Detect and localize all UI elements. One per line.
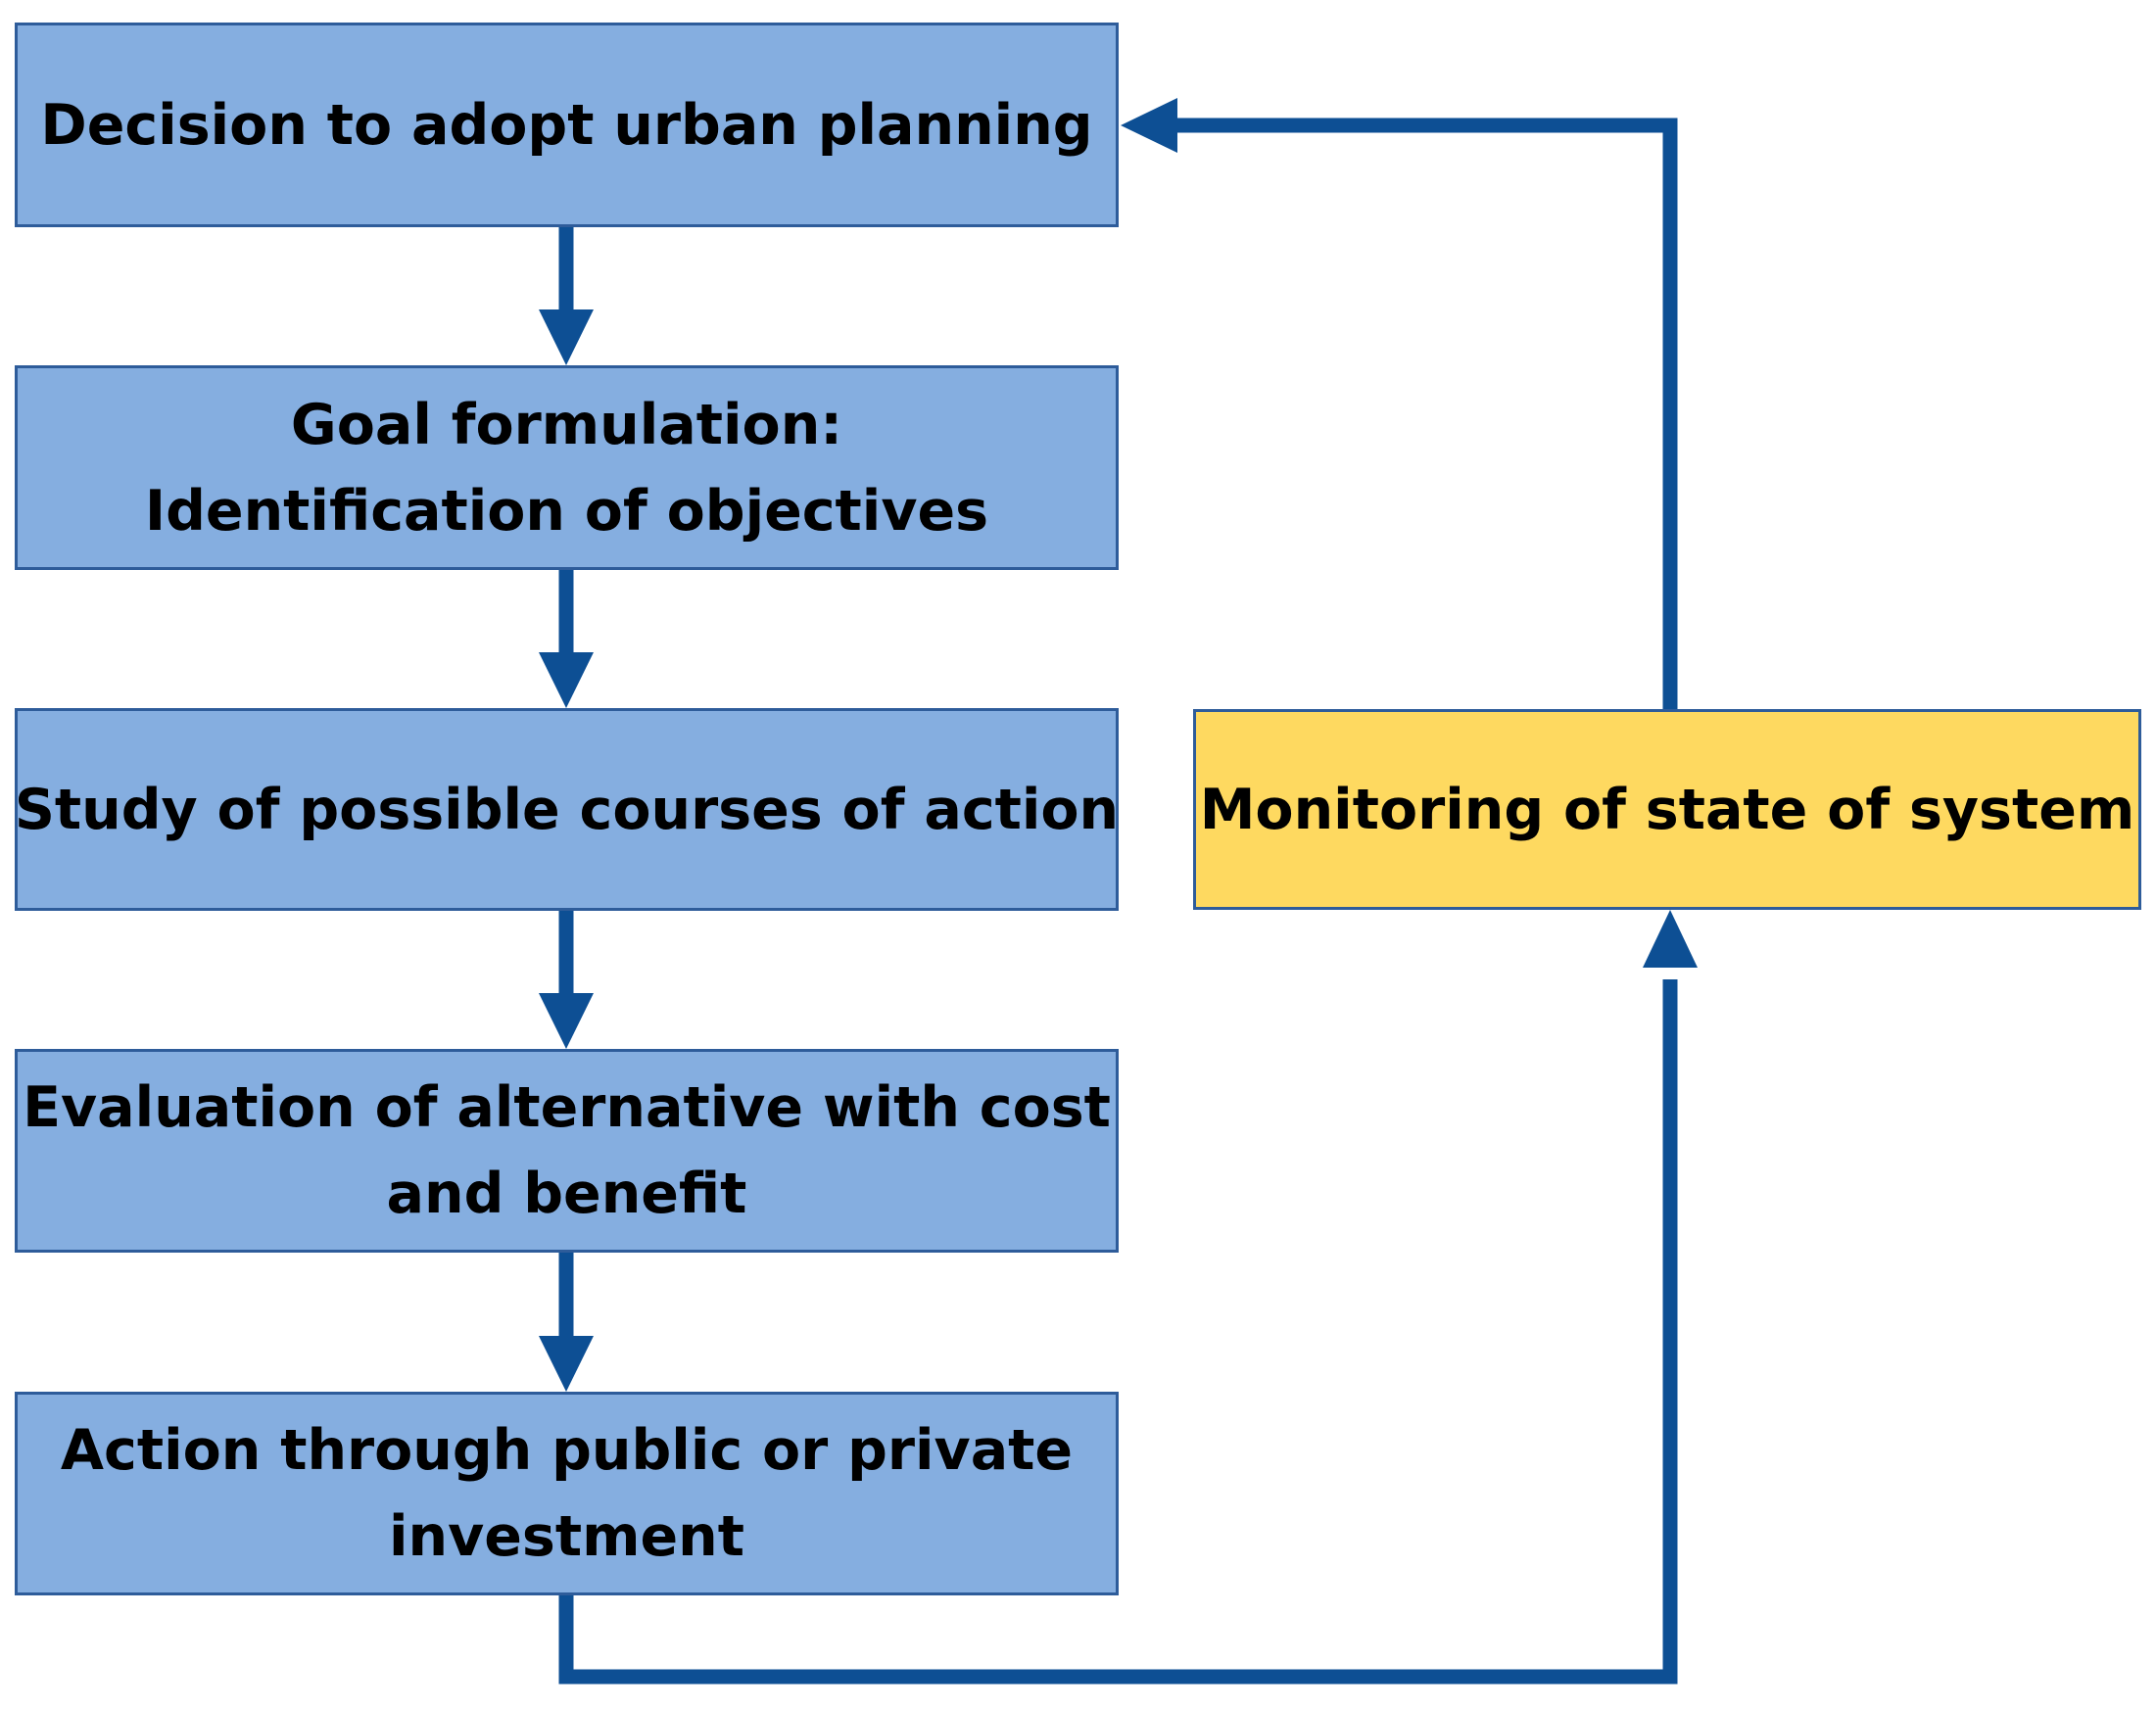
step-evaluation-line-1: Evaluation of alternative with cost bbox=[23, 1075, 1111, 1140]
arrow-head-3 bbox=[539, 993, 594, 1049]
step-evaluation-line-2: and benefit bbox=[386, 1162, 747, 1226]
loop-connector-bottom bbox=[558, 979, 1678, 1685]
arrow-head-4 bbox=[539, 1336, 594, 1392]
step-goal-formulation-line-1: Goal formulation: bbox=[290, 392, 843, 457]
arrow-head-2 bbox=[539, 652, 594, 708]
arrow-head-monitor bbox=[1643, 910, 1698, 968]
step-evaluation-box: Evaluation of alternative with cost and … bbox=[15, 1049, 1119, 1253]
step-action-box: Action through public or private investm… bbox=[15, 1392, 1119, 1595]
step-action-line-1: Action through public or private bbox=[60, 1418, 1074, 1483]
step-goal-formulation-line-2: Identification of objectives bbox=[144, 478, 989, 544]
monitoring-text: Monitoring of state of system bbox=[1199, 777, 2135, 842]
step-study-courses-text: Study of possible courses of action bbox=[14, 777, 1120, 842]
step-study-courses-box: Study of possible courses of action bbox=[15, 708, 1119, 911]
loop-connector-top bbox=[1175, 118, 1678, 709]
step-decision-text: Decision to adopt urban planning bbox=[40, 92, 1093, 158]
step-action-line-2: investment bbox=[389, 1504, 744, 1569]
monitoring-box: Monitoring of state of system bbox=[1193, 709, 2141, 910]
step-decision-box: Decision to adopt urban planning bbox=[15, 23, 1119, 227]
arrow-head-decision bbox=[1121, 98, 1177, 153]
step-goal-formulation-box: Goal formulation: Identification of obje… bbox=[15, 365, 1119, 570]
arrow-head-1 bbox=[539, 309, 594, 365]
